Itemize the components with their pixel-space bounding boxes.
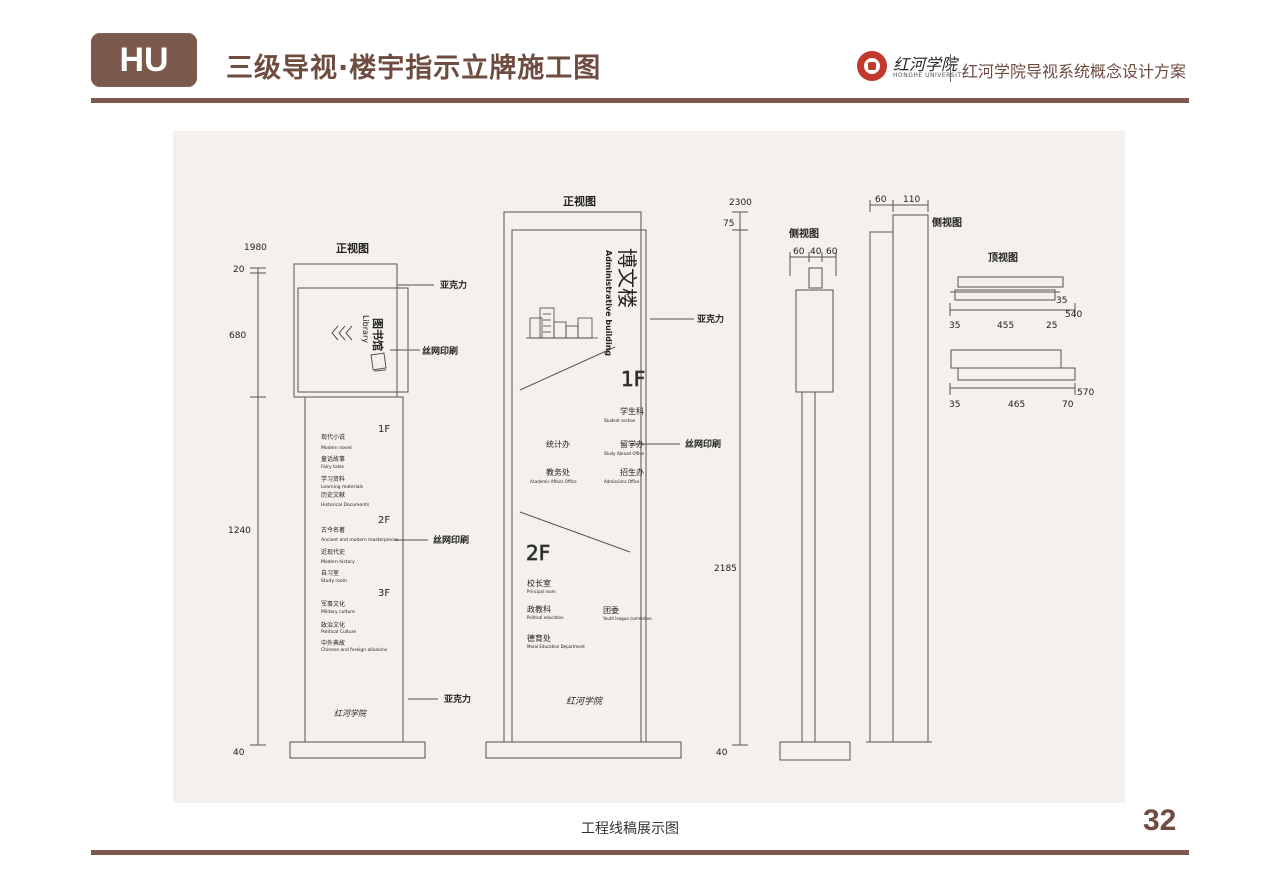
admin-dim-top: 75 [723, 219, 734, 229]
lib-item-cn: 军事文化 [321, 600, 345, 608]
lib-item-cn: 自习室 [321, 569, 339, 577]
admin-f2-item-cn: 德育处 [527, 633, 551, 643]
lib-item-en: Learning materials [321, 484, 364, 490]
lib-floor-2: 2F [378, 515, 390, 526]
lib-item-en: Historical Documents [321, 502, 370, 508]
top-r2-mid: 465 [1008, 400, 1025, 410]
top-r1-total: 540 [1065, 310, 1082, 320]
side-dim-e: 110 [903, 195, 920, 205]
lib-name-en: Library [361, 315, 370, 343]
side-dim-d: 60 [875, 195, 887, 205]
top-r1-r: 25 [1046, 321, 1057, 331]
admin-floor-1: 1F [621, 367, 645, 391]
brand-logo: HU [91, 33, 197, 87]
top-r1-mid: 455 [997, 321, 1014, 331]
university-english-name: HONGHE UNIVERSITY [893, 72, 966, 79]
top-view-label: 顶视图 [988, 251, 1018, 264]
side-dim-a: 60 [793, 247, 805, 257]
admin-f1-item-en: Student section [604, 418, 636, 423]
lib-footer-script: 红河学院 [334, 709, 368, 718]
side-view-label: 侧视图 [789, 227, 819, 240]
admin-f2-item-cn: 校长室 [527, 578, 551, 588]
drawing-caption: 工程线稿展示图 [581, 821, 679, 837]
lib-item-cn: 近现代史 [321, 548, 345, 556]
admin-f1-item-cn: 招生办 [620, 467, 644, 477]
lib-item-cn: 政治文化 [321, 621, 345, 629]
lib-dim-total: 1980 [244, 243, 267, 253]
page-number: 32 [1143, 804, 1177, 837]
lib-dim-top: 20 [233, 265, 245, 275]
lib-silkscreen-label: 丝网印刷 [422, 345, 458, 357]
top-r1-right: 35 [1056, 296, 1067, 306]
admin-f2-item-en: Youth league committee [602, 616, 652, 621]
lib-item-cn: 古今名著 [321, 526, 345, 534]
lib-item-en: Study room [321, 578, 347, 584]
admin-f1-item-cn: 学生科 [620, 406, 644, 416]
admin-f1-item-en: Admissions Office [604, 479, 640, 484]
lib-item-en: Political Culture [321, 629, 356, 635]
lib-front-view-label: 正视图 [336, 241, 369, 255]
top-r1-left: 35 [949, 321, 960, 331]
admin-dim-base: 40 [716, 748, 728, 758]
brand-logo-text: HU [119, 41, 169, 79]
admin-footer-script: 红河学院 [566, 696, 604, 707]
side-dim-c: 60 [826, 247, 838, 257]
university-seal-icon [857, 51, 887, 81]
header-divider [950, 54, 951, 82]
lib-dim-body: 1240 [228, 526, 251, 536]
admin-silkscreen-label: 丝网印刷 [685, 438, 721, 450]
admin-f1-list: 学生科 Student section 统计办 留学办 Study Abroad Off… [530, 406, 645, 484]
admin-f2-item-cn: 政教科 [527, 604, 551, 614]
lib-item-cn: 学习资料 [321, 475, 345, 483]
university-script-name: 红河学院 [893, 55, 958, 74]
admin-front-view-label: 正视图 [563, 194, 596, 208]
admin-f1-item-en: Study Abroad Office [604, 451, 645, 456]
admin-f1-item-cn: 教务处 [546, 467, 570, 477]
admin-acrylic-label: 亚克力 [697, 313, 724, 325]
lib-dim-base: 40 [233, 748, 245, 758]
lib-name-cn: 图书馆 [371, 318, 385, 351]
page-title: 三级导视·楼宇指示立牌施工图 [226, 53, 602, 84]
admin-f1-item-cn: 留学办 [620, 439, 644, 449]
lib-item-en: Modern novel [321, 445, 352, 451]
lib-acrylic-label: 亚克力 [440, 279, 467, 291]
lib-item-cn: 童话故事 [321, 455, 345, 463]
admin-floor-2: 2F [526, 541, 550, 565]
admin-f2-item-en: Political education [527, 615, 564, 620]
admin-dim-total: 2300 [729, 198, 752, 208]
lib-item-en: Fairy tales [321, 464, 345, 470]
lib-item-en: Ancient and modern masterpieces [321, 537, 399, 543]
lib-floor-3: 3F [378, 588, 390, 599]
project-title: 红河学院导视系统概念设计方案 [962, 62, 1187, 81]
lib-item-en: Military culture [321, 609, 355, 615]
admin-dim-body: 2185 [714, 564, 737, 574]
lib-item-cn: 历史文献 [321, 491, 345, 499]
top-r2-total: 570 [1077, 388, 1094, 398]
lib-item-en: Chinese and foreign allusions [321, 647, 388, 653]
lib-item-en: Modern history [321, 559, 355, 565]
lib-item-cn: 现代小说 [321, 433, 345, 441]
admin-f2-item-en: Principal room [527, 589, 556, 594]
admin-f1-item-en: Academic Affairs Office [530, 479, 577, 484]
drawing-panel [173, 131, 1125, 803]
admin-f2-item-cn: 团委 [603, 605, 619, 615]
lib-acrylic-label-2: 亚克力 [444, 693, 471, 705]
side-view-label-2: 侧视图 [932, 216, 962, 229]
lib-dim-head: 680 [229, 331, 246, 341]
admin-name-en: Administrative building [604, 250, 613, 356]
header-rule [91, 98, 1189, 103]
footer-rule [91, 850, 1189, 855]
admin-name-cn: 博文楼 [615, 248, 639, 308]
side-dim-b: 40 [810, 247, 822, 257]
lib-item-cn: 中外典故 [321, 639, 345, 647]
admin-f1-item-cn: 统计办 [546, 439, 570, 449]
lib-floor-1: 1F [378, 424, 390, 435]
top-r2-r: 70 [1062, 400, 1074, 410]
lib-silkscreen-label-2: 丝网印刷 [433, 534, 469, 546]
admin-f2-item-en: Moral Education Department [527, 644, 585, 649]
top-r2-left: 35 [949, 400, 960, 410]
